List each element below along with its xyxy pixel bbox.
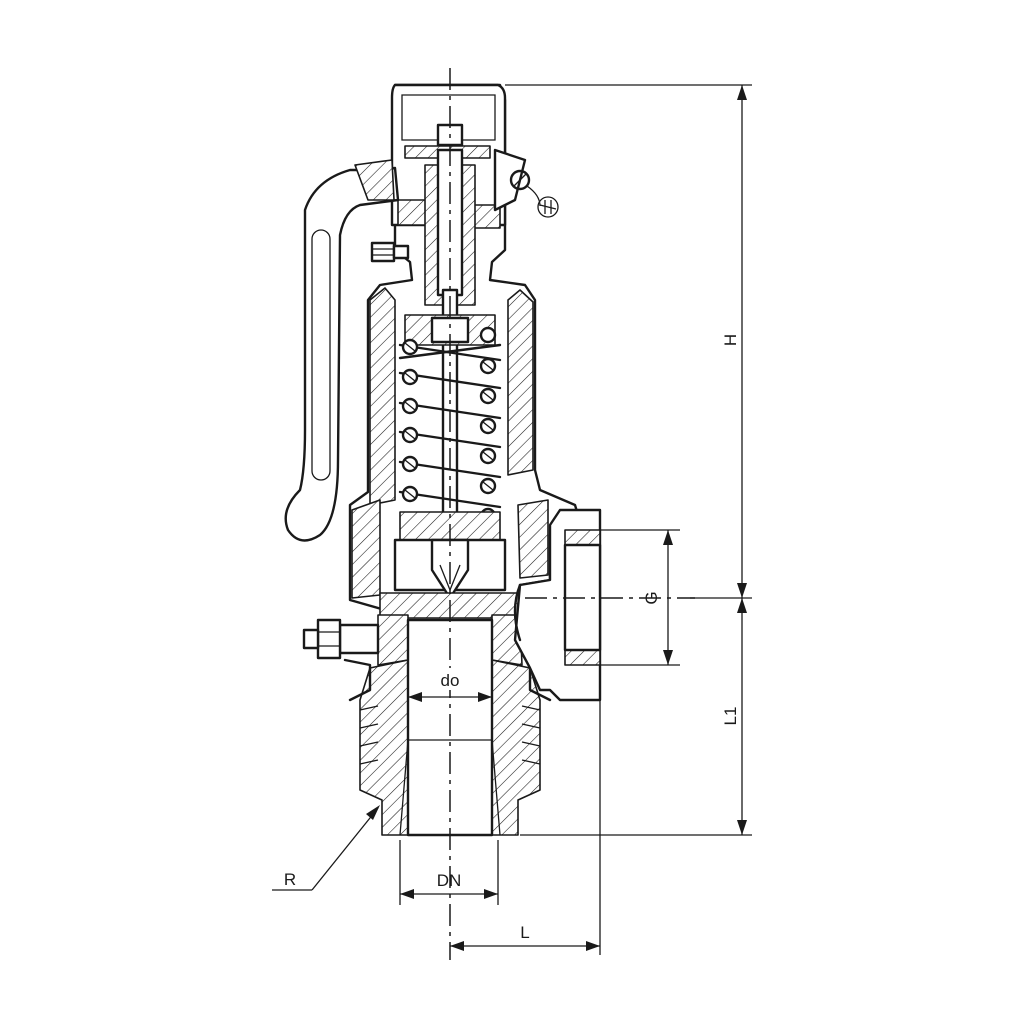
dim-label-r: R (284, 870, 296, 889)
spring (398, 326, 502, 531)
pivot-screw (370, 241, 410, 263)
lifting-lever[interactable] (284, 159, 400, 542)
drain-plug (302, 618, 380, 660)
upper-spring-plate (404, 314, 496, 346)
nozzle (343, 614, 557, 837)
dimension-h: H (505, 84, 752, 599)
dim-label-l: L (520, 923, 529, 942)
dim-label-dn: DN (437, 871, 462, 890)
dimension-dn: DN (399, 840, 499, 905)
dimension-do: do (408, 668, 492, 702)
dim-label-l1: L1 (721, 707, 740, 726)
dim-label-g: G (642, 591, 661, 604)
dimension-g: G (600, 529, 680, 666)
lead-seal (493, 148, 559, 218)
dimension-l1: L1 (520, 598, 752, 836)
dim-label-h: H (721, 334, 740, 346)
dimension-l: L (450, 700, 601, 955)
dim-label-do: do (441, 671, 460, 690)
dimension-r: R (272, 805, 380, 891)
